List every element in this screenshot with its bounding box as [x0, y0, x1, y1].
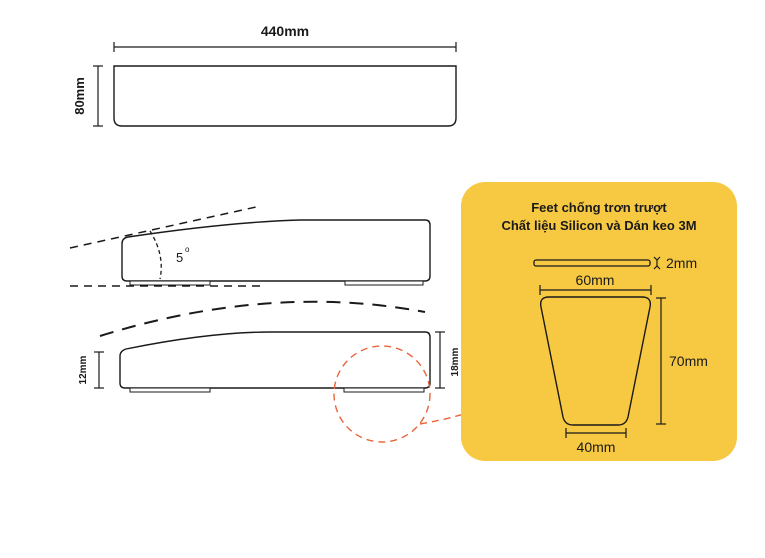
- thickness-arrow-bottom: [653, 265, 661, 270]
- left-height-label: 12mm: [78, 355, 89, 384]
- top-view-outline: [113, 65, 457, 127]
- profile-foot-right: [343, 387, 425, 393]
- foot-trapezoid-shape: [539, 296, 652, 426]
- width-label: 440mm: [261, 23, 309, 39]
- angle-arc: [149, 230, 162, 280]
- thickness-arrow-top: [653, 256, 661, 261]
- foot-callout-circle: [333, 345, 431, 443]
- side-view: 5 o: [69, 206, 431, 287]
- angle-degree-symbol: o: [185, 245, 190, 254]
- top-view: 440mm 80mm: [72, 23, 457, 127]
- profile-foot-left: [129, 387, 211, 393]
- top-width-label: 60mm: [576, 272, 615, 288]
- profile-outline: [119, 331, 431, 389]
- side-view-outline: [121, 219, 431, 282]
- bottom-width-label: 40mm: [577, 439, 616, 455]
- foot-thickness-strip: [533, 259, 651, 267]
- feet-height-label: 70mm: [669, 353, 708, 369]
- feet-detail-panel: Feet chống trơn trượt Chất liệu Silicon …: [461, 182, 737, 461]
- thickness-label: 2mm: [666, 255, 697, 271]
- angle-value-label: 5: [176, 250, 183, 265]
- side-view-foot-right: [344, 280, 424, 286]
- feet-title-line1: Feet chống trơn trượt: [531, 200, 667, 215]
- side-view-foot-left: [129, 280, 211, 286]
- feet-panel-background: [461, 182, 737, 461]
- feet-title-line2: Chất liệu Silicon và Dán keo 3M: [501, 218, 696, 233]
- angle-reference-dashed-upper: [69, 206, 257, 249]
- right-height-label: 18mm: [450, 347, 461, 376]
- profile-dashed-curve: [99, 300, 426, 337]
- height-label: 80mm: [72, 77, 87, 115]
